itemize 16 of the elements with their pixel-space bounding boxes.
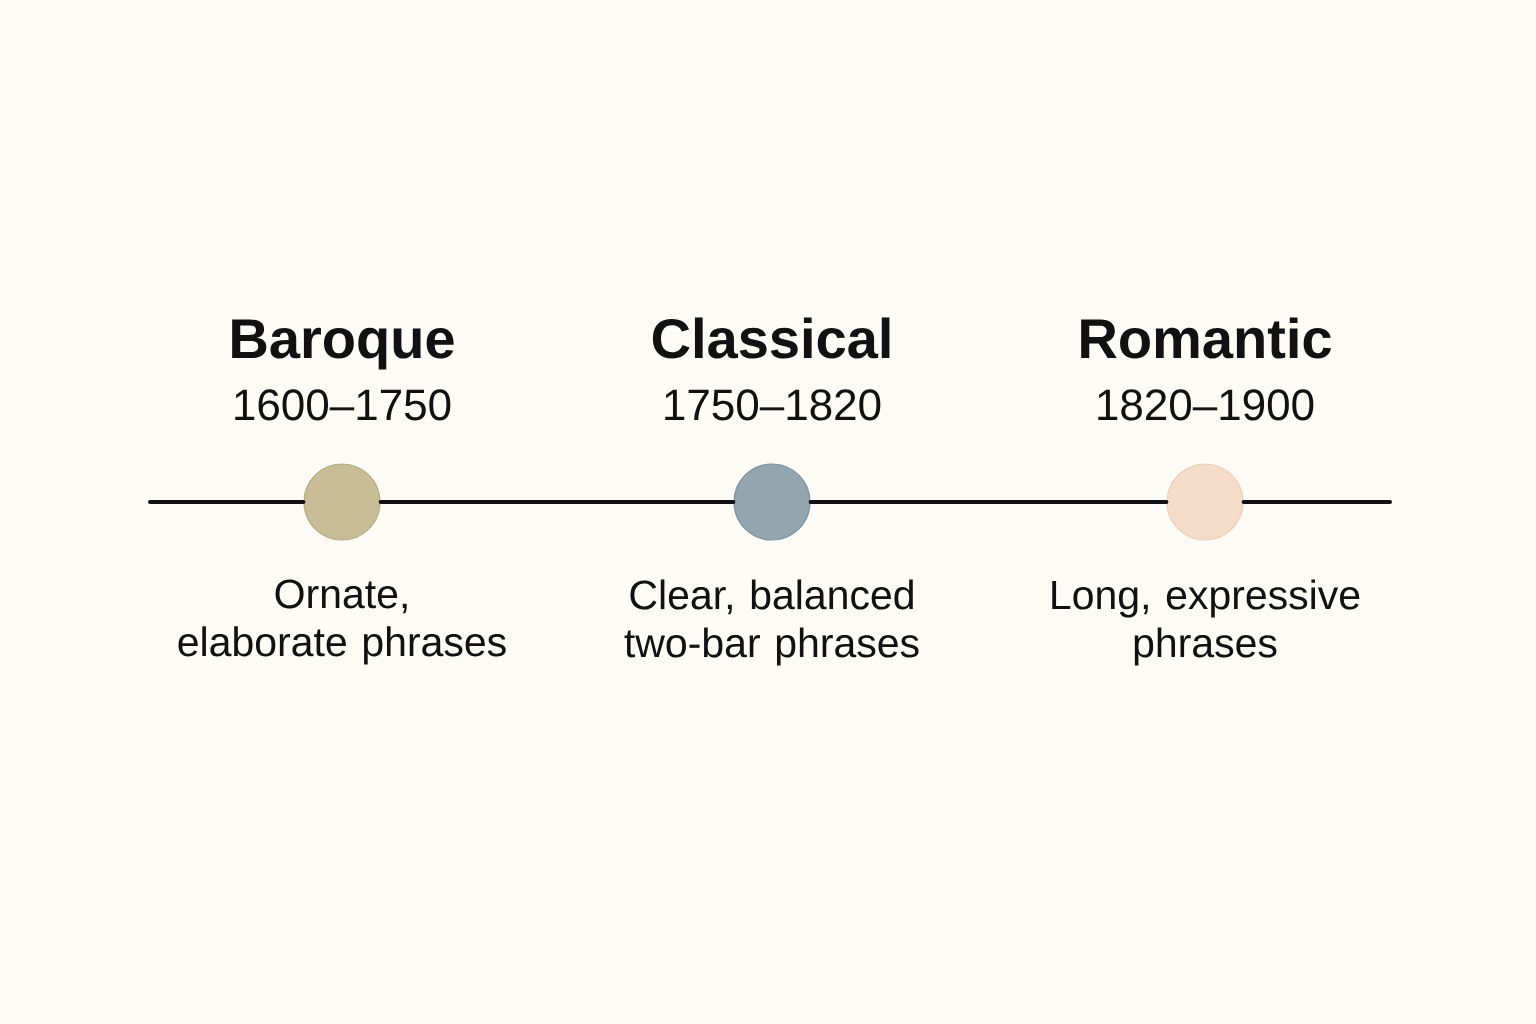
- description-text: Long, expressive phrases: [1052, 579, 1360, 666]
- timeline-dot: [303, 463, 381, 541]
- timeline-line: [1241, 500, 1392, 504]
- period-title: Baroque: [232, 319, 454, 370]
- period-title: Romantic: [1081, 317, 1331, 359]
- date-range: 1600–1750: [235, 389, 451, 421]
- period-title: Classical: [652, 317, 890, 359]
- description-text: Clear, balanced two-bar phrases: [624, 579, 919, 666]
- timeline-line: [808, 500, 1169, 504]
- date-range: 1820–1900: [1098, 389, 1314, 421]
- timeline-dot: [733, 463, 811, 541]
- description-text: Ornate, elaborate phrases: [178, 579, 506, 665]
- timeline-dot: [1166, 463, 1244, 541]
- timeline-line: [148, 500, 306, 504]
- timeline-line: [378, 500, 736, 504]
- date-range: 1750–1820: [665, 389, 881, 421]
